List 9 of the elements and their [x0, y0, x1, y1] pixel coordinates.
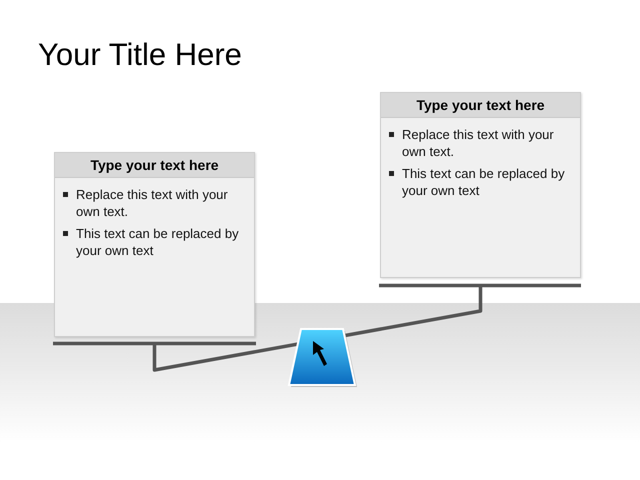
text-card	[380, 92, 581, 278]
text-card	[54, 152, 255, 337]
bullet-text: This text can be replaced by your own text	[402, 165, 566, 199]
slide-title: Your Title Here	[38, 36, 242, 74]
card-heading: Type your text here	[416, 96, 545, 114]
bullet-text: Replace this text with your own text.	[76, 186, 229, 220]
bullet-text: This text can be replaced by your own text	[76, 225, 240, 259]
card-heading: Type your text here	[90, 156, 219, 174]
bullet-text: Replace this text with your own text.	[402, 126, 555, 160]
